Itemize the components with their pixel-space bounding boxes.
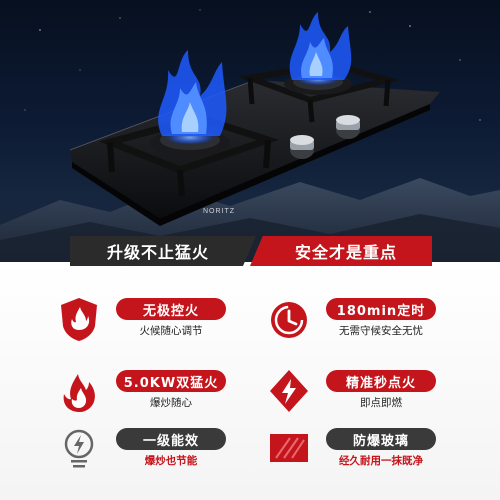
banner-safety-first: 安全才是重点: [250, 236, 432, 266]
feature-title: 一级能效: [116, 428, 226, 450]
night-stars: [24, 9, 481, 121]
feature-explosion-proof-glass: 防爆玻璃 经久耐用一抹既净: [268, 426, 468, 482]
feature-dual-high-fire: 5.0KW双猛火 爆炒随心: [58, 368, 258, 424]
banner-upgrade-firepower: 升级不止猛火: [70, 236, 256, 266]
feature-title: 无极控火: [116, 298, 226, 320]
feature-subtitle: 爆炒也节能: [144, 455, 198, 467]
feature-instant-ignition: 精准秒点火 即点即燃: [268, 368, 468, 424]
feature-subtitle: 经久耐用一抹既净: [339, 455, 423, 467]
banner-left-label: 升级不止猛火: [106, 243, 209, 262]
feature-stepless-fire-control: 无极控火 火候随心调节: [58, 296, 258, 352]
gas-stove-illustration: [0, 9, 500, 262]
brand-logo: NORITZ: [203, 208, 235, 215]
feature-title: 防爆玻璃: [326, 428, 436, 450]
timer-clock-icon: [271, 302, 307, 338]
feature-title: 精准秒点火: [326, 370, 436, 392]
energy-efficiency-icon: [64, 429, 94, 468]
flame-shield-icon: [61, 298, 97, 341]
feature-energy-efficiency: 一级能效 爆炒也节能: [58, 426, 258, 482]
feature-subtitle: 无需守候安全无忧: [339, 325, 423, 337]
feature-subtitle: 即点即燃: [360, 397, 402, 409]
control-knobs: [290, 115, 360, 159]
right-flame: [289, 12, 352, 80]
hero-product-image: NORITZ: [0, 0, 500, 262]
feature-timer: 180min定时 无需守候安全无忧: [268, 296, 468, 352]
feature-title: 180min定时: [326, 298, 436, 320]
brand-logo-text: NORITZ: [203, 208, 236, 215]
feature-subtitle: 爆炒随心: [150, 397, 192, 409]
feature-title: 5.0KW双猛火: [116, 370, 226, 392]
feature-subtitle: 火候随心调节: [139, 325, 203, 337]
banner-right-label: 安全才是重点: [294, 243, 397, 262]
explosion-proof-glass-icon: [270, 434, 308, 462]
fire-flame-icon: [63, 374, 95, 412]
left-flame: [158, 50, 227, 136]
lightning-bolt-icon: [270, 370, 308, 412]
